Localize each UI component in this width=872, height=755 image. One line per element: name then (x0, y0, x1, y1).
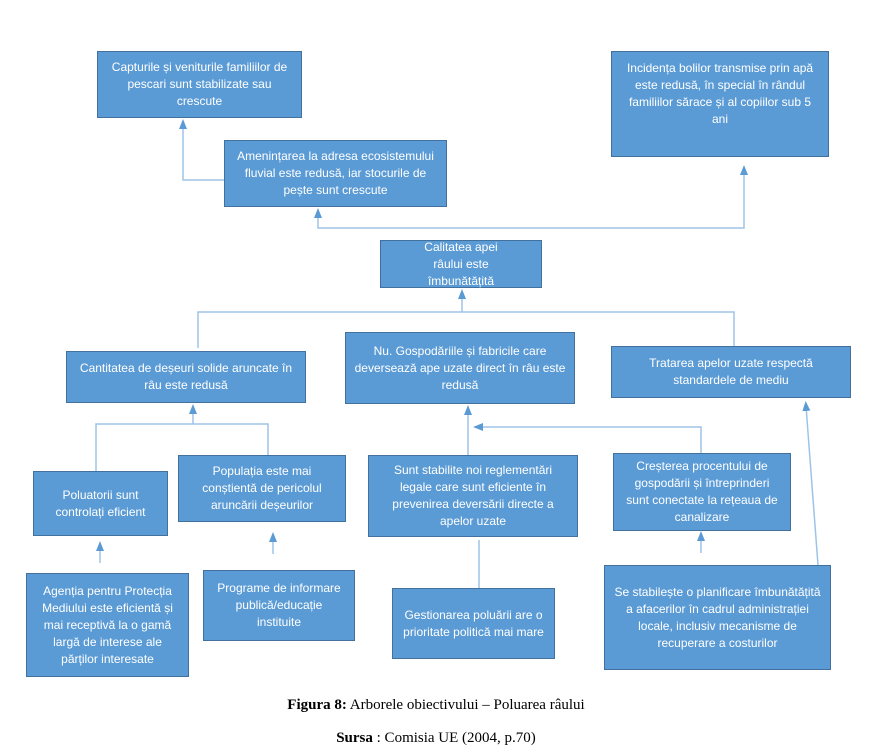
node-incidenta: Incidența bolilor transmise prin apă est… (611, 51, 829, 157)
node-cresterea: Creșterea procentului de gospodării și î… (613, 453, 791, 531)
link-calitatea-incidenta (462, 165, 748, 229)
figure-caption: Figura 8: Arborele obiectivului – Poluar… (0, 697, 872, 714)
node-tratarea: Tratarea apelor uzate respectă standarde… (611, 346, 851, 398)
node-programe: Programe de informare publică/educație i… (203, 570, 355, 641)
node-gestionarea: Gestionarea poluării are o prioritate po… (392, 588, 555, 659)
node-agentia: Agenția pentru Protecția Mediului este e… (26, 573, 189, 677)
node-poluatorii: Poluatorii sunt controlați eficient (33, 471, 168, 536)
figure-label: Figura 8: (287, 697, 347, 713)
link-middle-calitatea (197, 311, 735, 348)
node-amenintarea: Amenințarea la adresa ecosistemului fluv… (224, 140, 447, 207)
node-gospodariile: Nu. Gospodăriile și fabricile care dever… (345, 332, 575, 404)
node-populatia: Populația este mai conștientă de pericol… (178, 455, 346, 522)
node-reglementari: Sunt stabilite noi reglementări legale c… (368, 455, 578, 537)
link-amenintarea-capturile (179, 119, 224, 181)
node-planificare: Se stabilește o planificare îmbunătățită… (604, 565, 831, 670)
node-cantitatea: Cantitatea de deșeuri solide aruncate în… (66, 351, 306, 403)
figure-title: Arborele obiectivului – Poluarea râului (346, 697, 585, 713)
link-cresterea-gospodariile (473, 423, 702, 453)
node-calitatea: Calitatea apei râului este îmbunătățită (380, 240, 542, 288)
node-capturile: Capturile și veniturile familiilor de pe… (97, 51, 302, 118)
source-caption: Sursa : Comisia UE (2004, p.70) (0, 730, 872, 747)
link-poluatorii-populatia (95, 423, 269, 471)
source-label: Sursa (336, 730, 373, 746)
link-planificare-tratarea (802, 401, 819, 566)
source-text: : Comisia UE (2004, p.70) (372, 730, 536, 746)
link-calitatea-amenintarea (314, 208, 462, 229)
